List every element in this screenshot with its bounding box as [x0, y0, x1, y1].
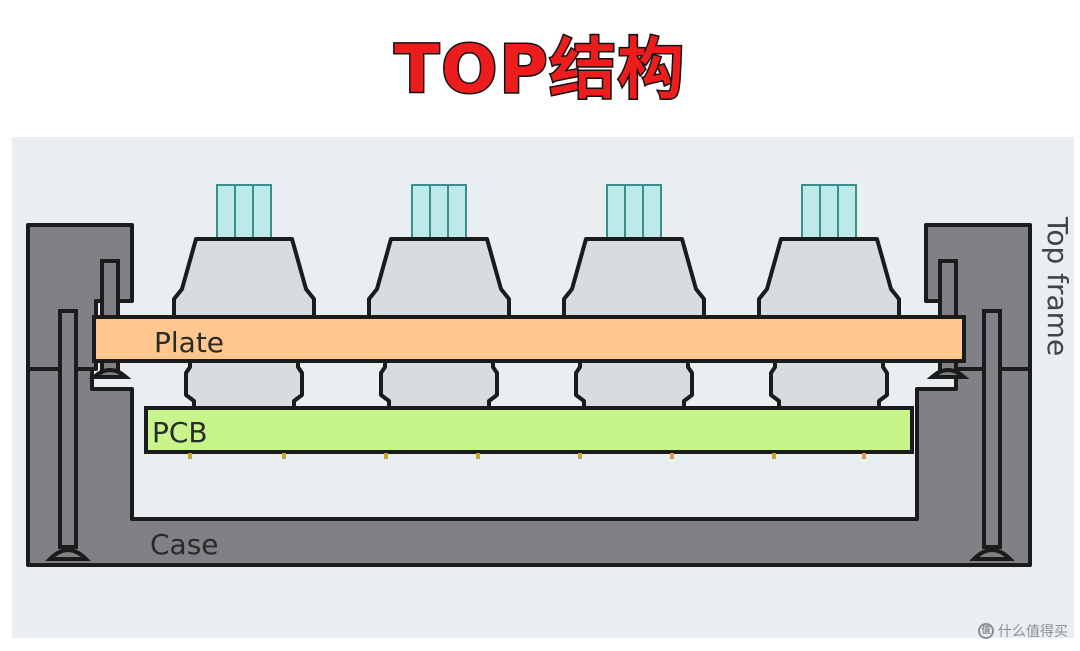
switch-housing-top	[367, 237, 511, 321]
switch-1	[172, 184, 316, 411]
pcb-label: PCB	[152, 416, 208, 449]
screw-right-lower	[969, 309, 1015, 561]
plate-label: Plate	[154, 326, 224, 359]
switch-housing-bottom	[574, 357, 694, 411]
switches-group	[172, 184, 901, 411]
switch-4	[757, 184, 901, 411]
pcb-pin	[772, 453, 776, 459]
switch-housing-top	[172, 237, 316, 321]
switch-housing-top	[562, 237, 706, 321]
pcb-pin	[670, 453, 674, 459]
watermark-text: 什么值得买	[998, 624, 1068, 640]
switch-housing-bottom	[769, 357, 889, 411]
diagram-canvas: Plate PCB Case Top frame	[26, 184, 1074, 567]
switch-stem	[216, 184, 272, 242]
page-title: TOP结构	[393, 30, 686, 110]
case-body	[26, 367, 1032, 567]
switch-stem	[801, 184, 857, 242]
plate-bar	[92, 315, 966, 363]
pcb-bar	[144, 406, 914, 454]
case-label: Case	[150, 528, 219, 561]
keyboard-structure-diagram: Plate PCB Case Top frame	[12, 137, 1074, 638]
switch-housing-top	[757, 237, 901, 321]
switch-3	[562, 184, 706, 411]
switch-2	[367, 184, 511, 411]
watermark-icon: 值	[978, 623, 994, 639]
switch-stem	[606, 184, 662, 242]
pcb-pins	[188, 453, 866, 459]
switch-housing-bottom	[379, 357, 499, 411]
pcb-pin	[476, 453, 480, 459]
switch-housing-bottom	[184, 357, 304, 411]
screw-left-lower	[45, 309, 91, 561]
switch-stem	[411, 184, 467, 242]
watermark: 值 什么值得买	[978, 621, 1068, 641]
pcb-pin	[188, 453, 192, 459]
pcb-pin	[384, 453, 388, 459]
pcb-pin	[862, 453, 866, 459]
pcb-pin	[282, 453, 286, 459]
top-frame-label: Top frame	[1041, 216, 1074, 356]
pcb-pin	[578, 453, 582, 459]
